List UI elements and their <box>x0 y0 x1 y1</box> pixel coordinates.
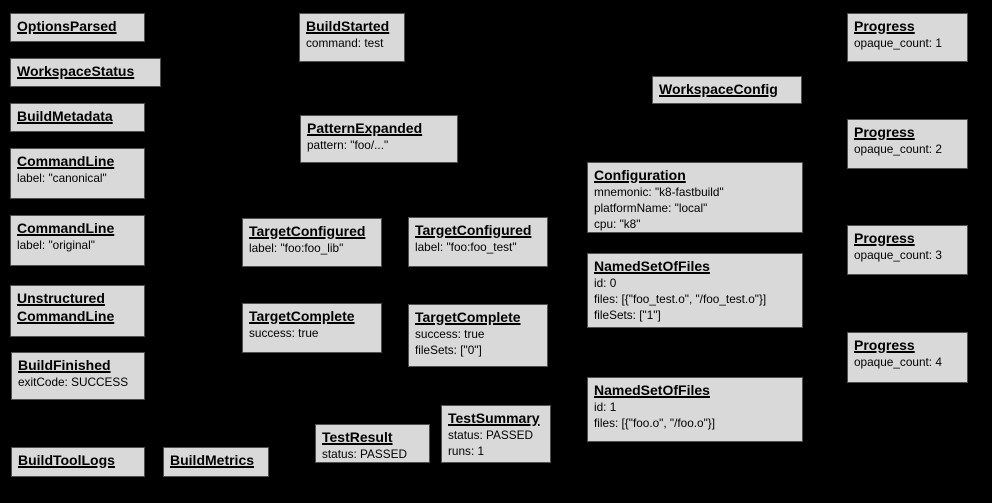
node-build-started: BuildStarted command: test <box>299 13 405 62</box>
node-target-complete-foo-test: TargetComplete success: true fileSets: [… <box>408 304 548 367</box>
node-target-configured-foo-lib: TargetConfigured label: "foo:foo_lib" <box>242 218 382 267</box>
node-detail: id: 1 <box>594 400 617 414</box>
node-progress-1: Progress opaque_count: 1 <box>847 13 968 62</box>
node-title: CommandLine <box>17 220 115 236</box>
node-title: WorkspaceConfig <box>659 81 778 97</box>
node-workspace-status: WorkspaceStatus <box>10 58 161 87</box>
node-target-complete-foo-lib: TargetComplete success: true <box>242 303 382 353</box>
node-detail: success: true <box>249 326 319 340</box>
node-detail: opaque_count: 2 <box>854 142 942 156</box>
node-title: Progress <box>854 230 915 246</box>
node-detail: pattern: "foo/..." <box>307 138 389 152</box>
node-detail: label: "foo:foo_lib" <box>249 241 344 255</box>
node-configuration: Configuration mnemonic: "k8-fastbuild" p… <box>587 162 803 233</box>
node-detail: status: PASSED <box>448 428 534 442</box>
node-detail: files: [{"foo.o", "/foo.o"}] <box>594 416 716 430</box>
node-unstructured-command-line: Unstructured CommandLine <box>10 285 145 337</box>
node-title: PatternExpanded <box>307 120 423 136</box>
node-command-line-canonical: CommandLine label: "canonical" <box>10 148 145 199</box>
node-title: TestResult <box>322 429 393 445</box>
node-command-line-original: CommandLine label: "original" <box>10 215 145 266</box>
node-title: Progress <box>854 18 915 34</box>
node-detail: mnemonic: "k8-fastbuild" <box>594 185 724 199</box>
node-test-summary: TestSummary status: PASSED runs: 1 <box>441 405 551 463</box>
node-title: OptionsParsed <box>17 18 117 34</box>
node-detail: runs: 1 <box>448 444 485 458</box>
node-detail: cpu: "k8" <box>594 217 641 231</box>
node-named-set-of-files-1: NamedSetOfFiles id: 1 files: [{"foo.o", … <box>587 377 803 442</box>
node-test-result: TestResult status: PASSED <box>315 424 430 463</box>
node-detail: label: "canonical" <box>17 171 107 185</box>
node-title: TargetComplete <box>249 308 355 324</box>
node-detail: id: 0 <box>594 276 617 290</box>
node-detail: files: [{"foo_test.o", "/foo_test.o"}] <box>594 292 767 306</box>
node-title: Configuration <box>594 167 686 183</box>
node-workspace-config: WorkspaceConfig <box>652 76 802 104</box>
node-detail: command: test <box>306 36 384 50</box>
node-detail: label: "original" <box>17 238 95 252</box>
node-detail: exitCode: SUCCESS <box>18 375 129 389</box>
node-build-tool-logs: BuildToolLogs <box>11 447 145 477</box>
node-detail: opaque_count: 3 <box>854 248 942 262</box>
node-detail: success: true <box>415 327 485 341</box>
node-title: Unstructured <box>17 290 105 306</box>
node-title: CommandLine <box>17 153 115 169</box>
node-build-finished: BuildFinished exitCode: SUCCESS <box>11 352 145 400</box>
node-detail: platformName: "local" <box>594 201 708 215</box>
node-progress-2: Progress opaque_count: 2 <box>847 119 968 169</box>
node-build-metadata: BuildMetadata <box>10 103 145 132</box>
node-target-configured-foo-test: TargetConfigured label: "foo:foo_test" <box>408 217 548 267</box>
node-title: BuildFinished <box>18 357 111 373</box>
node-title: TestSummary <box>448 410 540 426</box>
node-title: CommandLine <box>17 308 115 324</box>
node-progress-4: Progress opaque_count: 4 <box>847 332 968 383</box>
node-detail: fileSets: ["0"] <box>415 343 482 357</box>
node-title: Progress <box>854 337 915 353</box>
node-title: BuildMetadata <box>17 108 113 124</box>
node-title: TargetComplete <box>415 309 521 325</box>
node-detail: label: "foo:foo_test" <box>415 240 517 254</box>
node-title: Progress <box>854 124 915 140</box>
node-title: TargetConfigured <box>249 223 366 239</box>
node-detail: opaque_count: 4 <box>854 355 942 369</box>
node-detail: status: PASSED <box>322 447 408 461</box>
node-named-set-of-files-0: NamedSetOfFiles id: 0 files: [{"foo_test… <box>587 253 803 328</box>
node-detail: fileSets: ["1"] <box>594 308 661 322</box>
node-title: NamedSetOfFiles <box>594 382 710 398</box>
node-title: BuildToolLogs <box>18 452 115 468</box>
node-title: WorkspaceStatus <box>17 63 135 79</box>
node-title: BuildStarted <box>306 18 390 34</box>
node-options-parsed: OptionsParsed <box>10 13 145 42</box>
node-detail: opaque_count: 1 <box>854 36 942 50</box>
node-title: BuildMetrics <box>170 452 255 468</box>
node-title: NamedSetOfFiles <box>594 258 710 274</box>
node-title: TargetConfigured <box>415 222 532 238</box>
node-pattern-expanded: PatternExpanded pattern: "foo/..." <box>300 115 458 163</box>
node-build-metrics: BuildMetrics <box>163 447 269 477</box>
node-progress-3: Progress opaque_count: 3 <box>847 225 968 275</box>
